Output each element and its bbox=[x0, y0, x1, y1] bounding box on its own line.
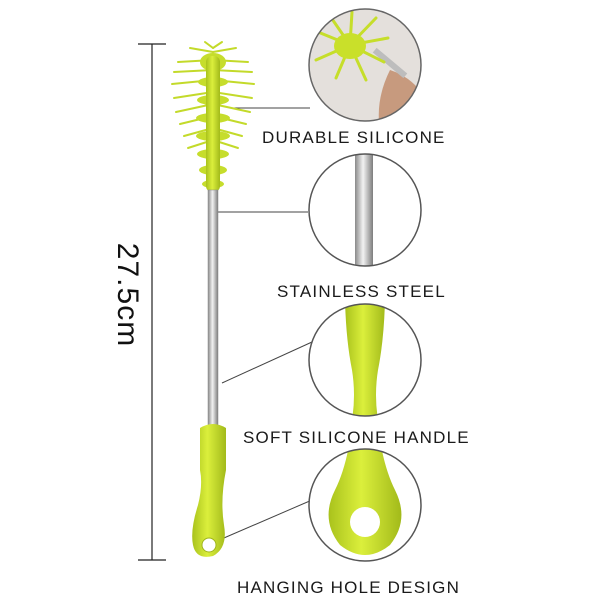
detail-circle-handle bbox=[308, 303, 422, 417]
feature-label-hanging-hole-design: HANGING HOLE DESIGN bbox=[237, 578, 461, 597]
feature-label-soft-silicone-handle: SOFT SILICONE HANDLE bbox=[243, 428, 470, 447]
detail-circle-hole bbox=[308, 448, 422, 562]
length-dimension-label: 27.5cm bbox=[111, 242, 144, 348]
connector-lines bbox=[209, 107, 313, 545]
dimension-line bbox=[138, 43, 166, 561]
detail-circle-silicone bbox=[308, 8, 422, 122]
feature-label-stainless-steel: STAINLESS STEEL bbox=[277, 282, 446, 301]
silicone-handle bbox=[192, 424, 226, 557]
brush-head bbox=[171, 41, 255, 192]
feature-label-durable-silicone: DURABLE SILICONE bbox=[262, 128, 446, 147]
detail-circle-steel bbox=[308, 153, 422, 267]
steel-shaft bbox=[207, 189, 219, 431]
